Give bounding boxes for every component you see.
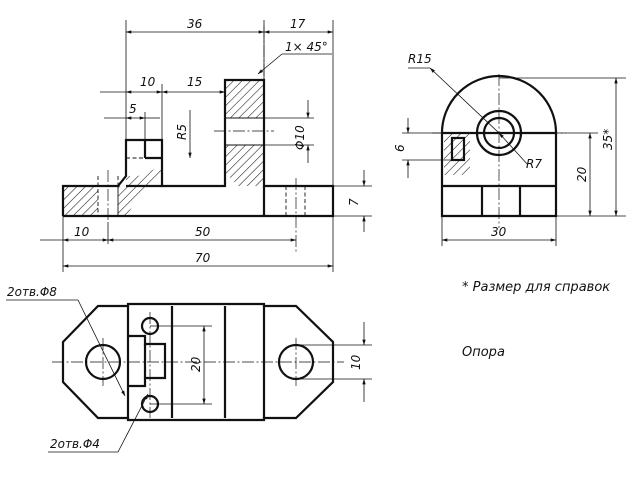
dim-6-label: 6 bbox=[393, 144, 407, 152]
top-step bbox=[128, 334, 167, 388]
side-outline bbox=[440, 74, 558, 218]
part-title: Опора bbox=[462, 345, 505, 360]
dim-r5-label: R5 bbox=[175, 124, 189, 140]
front-outline bbox=[61, 78, 335, 218]
dim-36-label: 36 bbox=[187, 17, 203, 31]
top-view: 2отв.Φ8 2отв.Φ4 20 10 bbox=[6, 285, 372, 453]
holes4-label: 2отв.Φ4 bbox=[50, 437, 100, 451]
dim-20-top-label: 20 bbox=[189, 356, 203, 372]
section-hatch-boss-bottom bbox=[225, 145, 264, 186]
holes4-leader bbox=[117, 393, 149, 453]
dim-10-bottom-label: 10 bbox=[74, 225, 90, 239]
dim-30-label: 30 bbox=[491, 225, 507, 239]
reference-note: * Размер для справок bbox=[462, 280, 610, 295]
r15-leader bbox=[429, 67, 500, 134]
dim-r7-label: R7 bbox=[526, 157, 542, 171]
dim-7-label: 7 bbox=[347, 198, 361, 206]
r7-leader bbox=[498, 132, 529, 166]
holes8-leader bbox=[77, 299, 126, 397]
dim-chamfer-label: 1× 45° bbox=[285, 40, 328, 54]
top-outline bbox=[61, 302, 335, 422]
side-view: R15 6 R7 20 35* 30 bbox=[393, 52, 626, 246]
dim-10-top-label: 10 bbox=[140, 75, 156, 89]
dim-d10-label: Φ10 bbox=[293, 125, 307, 150]
dim-5-label: 5 bbox=[129, 102, 137, 116]
dim-r15-label: R15 bbox=[408, 52, 432, 66]
section-hatch-boss-top bbox=[225, 80, 264, 118]
dim-10-top-view-label: 10 bbox=[349, 354, 363, 370]
dim-17-label: 17 bbox=[290, 17, 306, 31]
section-hatch-step bbox=[118, 166, 162, 216]
dim-15-label: 15 bbox=[187, 75, 202, 89]
chamfer-leader bbox=[257, 53, 283, 75]
side-small-hole bbox=[450, 136, 466, 162]
front-view: 36 17 1× 45° 10 15 5 R5 Φ10 bbox=[40, 17, 372, 272]
side-hatch bbox=[444, 133, 470, 175]
section-hatch-left bbox=[63, 186, 98, 216]
dim-70-label: 70 bbox=[195, 251, 211, 265]
dim-20-side-label: 20 bbox=[575, 166, 589, 182]
dim-35-label: 35* bbox=[601, 129, 615, 150]
holes8-label: 2отв.Φ8 bbox=[7, 285, 57, 299]
dim-50-label: 50 bbox=[195, 225, 211, 239]
